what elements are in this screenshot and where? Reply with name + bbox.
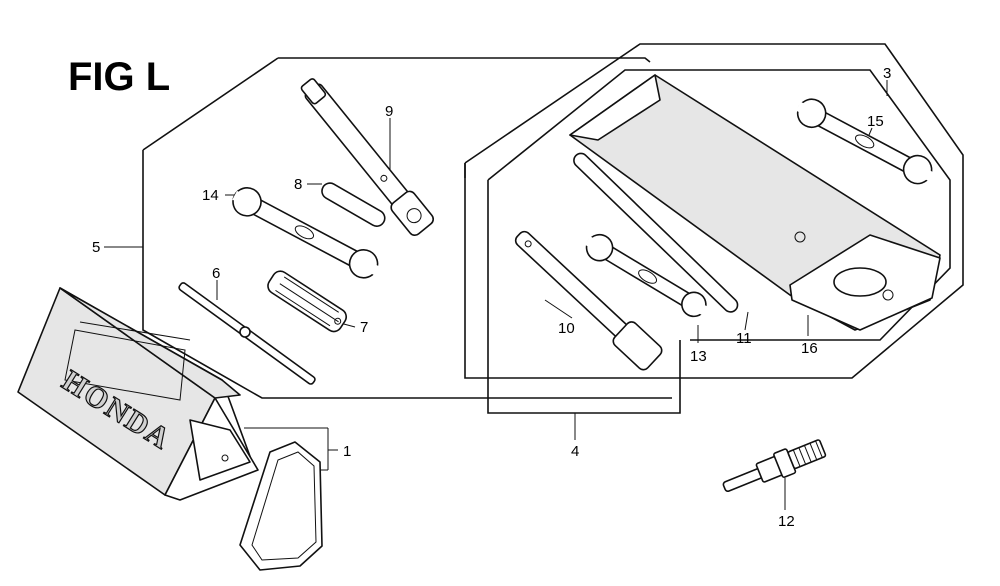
spark-plug <box>722 439 827 493</box>
screwdriver-grip <box>267 270 348 333</box>
callout-9: 9 <box>385 103 393 120</box>
box-wrench <box>300 78 435 237</box>
callout-8: 8 <box>294 176 302 193</box>
open-wrench-15 <box>796 98 935 185</box>
callout-12: 12 <box>778 513 795 530</box>
spark-plug-wrench <box>514 230 663 371</box>
callout-15: 15 <box>867 113 884 130</box>
open-wrench-13 <box>584 233 709 318</box>
callout-10: 10 <box>558 320 575 337</box>
callout-13: 13 <box>690 348 707 365</box>
tool-kit-outline-4 <box>487 69 951 414</box>
tool-bag <box>569 74 941 331</box>
screwdriver-blade <box>178 282 316 385</box>
callout-11: 11 <box>736 330 752 347</box>
callout-4: 4 <box>571 443 579 460</box>
callout-1: 1 <box>343 443 351 460</box>
callout-6: 6 <box>212 265 220 282</box>
figure-title: FIG L <box>68 55 170 99</box>
callout-14: 14 <box>202 187 219 204</box>
case-cover <box>239 441 323 571</box>
callout-16: 16 <box>801 340 818 357</box>
callout-7: 7 <box>360 319 368 336</box>
callout-3: 3 <box>883 65 891 82</box>
tool-kit-outline-3 <box>464 43 964 379</box>
open-wrench <box>232 187 381 279</box>
extension-bar <box>573 152 739 313</box>
callout-5: 5 <box>92 239 100 256</box>
handle-bar <box>321 182 386 227</box>
